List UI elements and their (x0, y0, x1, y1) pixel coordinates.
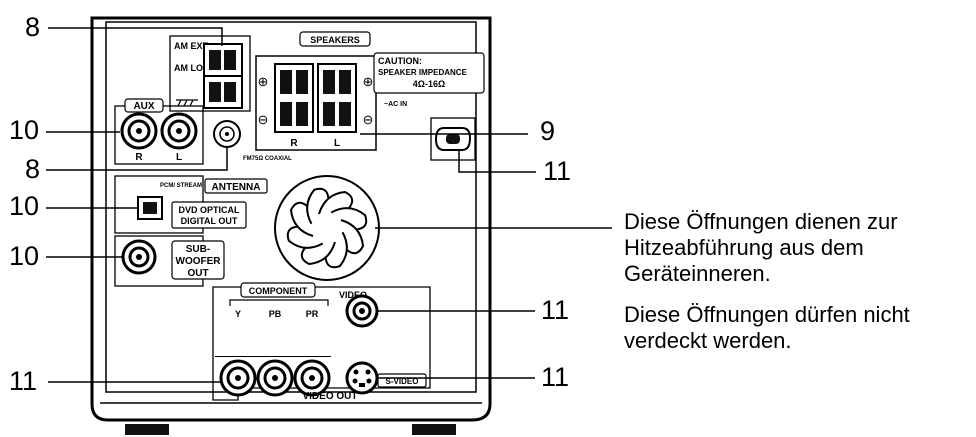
fm-antenna-jack[interactable] (213, 120, 241, 148)
callout-11-video: 11 (541, 295, 570, 325)
leader-lines (46, 27, 612, 383)
vent-description: Diese Öffnungen dienen zur Hitzeabführun… (624, 209, 974, 287)
sub-out-label: OUT (187, 268, 208, 279)
component-label-box (240, 282, 316, 298)
vent-grille (274, 175, 380, 281)
plus-left-icon: ⊕ (258, 74, 269, 89)
right-foot (412, 424, 456, 435)
ac-inlet-socket[interactable] (434, 127, 472, 151)
aux-label: AUX (133, 101, 154, 112)
callout-11-s-video: 11 (541, 362, 570, 392)
caution-label: CAUTION: (378, 56, 422, 66)
speaker-r-label: R (290, 138, 298, 149)
am-loop-clip-2[interactable] (224, 82, 236, 102)
sub-label: SUB- (186, 244, 210, 255)
component-label: COMPONENT (249, 286, 308, 296)
ground-icon (176, 99, 198, 107)
am-loop-clip[interactable] (209, 82, 221, 102)
inner-panel (105, 21, 477, 393)
antenna-label-box (204, 178, 268, 194)
pcm-stream-label: PCM/ STREAM (160, 183, 202, 189)
callout-11-ac-in: 11 (543, 156, 572, 186)
vent-description-line-1: Diese Öffnungen dienen zur (624, 209, 898, 234)
video-out-label: VIDEO OUT (302, 391, 357, 402)
speaker-frame (255, 55, 377, 151)
callout-10-optical: 10 (9, 191, 40, 221)
aux-r-jack[interactable] (120, 112, 158, 150)
speaker-l-terminal[interactable] (317, 63, 357, 133)
component-jack-frame (215, 356, 331, 357)
left-foot (125, 424, 169, 435)
am-terminal-frame (169, 35, 251, 112)
speaker-label-box (299, 31, 371, 47)
fm-label: FM75Ω COAXIAL (243, 156, 292, 162)
dvd-optical-label: DVD OPTICAL (178, 205, 240, 215)
am-loop-label: AM LOOP (174, 63, 216, 73)
comp-pb-jack[interactable] (256, 359, 294, 397)
callout-10-subwoofer: 10 (9, 241, 40, 271)
s-video-jack[interactable] (345, 361, 379, 395)
plus-right-icon: ⊕ (363, 74, 374, 89)
callout-8-am: 8 (25, 12, 41, 42)
callout-9-speakers: 9 (540, 116, 556, 146)
minus-left-icon: ⊖ (258, 112, 269, 127)
am-ext-clip[interactable] (209, 50, 221, 70)
dvd-optical-box (171, 201, 247, 229)
vent-warning-line-2: verdeckt werden. (624, 328, 792, 353)
ac-in-label: ~AC IN (384, 101, 407, 108)
callout-8-fm: 8 (25, 154, 41, 184)
vent-description-line-3: Geräteinneren. (624, 261, 771, 286)
ohms-label: 4Ω-16Ω (413, 79, 445, 89)
minus-right-icon: ⊖ (363, 112, 374, 127)
subwoofer-label-box (171, 240, 225, 280)
am-ext-clip-2[interactable] (224, 50, 236, 70)
vent-warning: Diese Öffnungen dürfen nicht verdeckt we… (624, 302, 974, 354)
speaker-l-label: L (334, 138, 340, 149)
aux-l-label: L (176, 152, 182, 163)
aux-label-box (124, 98, 164, 113)
impedance-label: SPEAKER IMPEDANCE (378, 68, 468, 77)
comp-pr-jack[interactable] (293, 359, 331, 397)
comp-pr-label: PR (306, 309, 319, 319)
comp-y-jack[interactable] (219, 359, 257, 397)
woofer-label: WOOFER (176, 256, 222, 267)
video-jack[interactable] (345, 294, 379, 328)
am-ext-label: AM EXT (174, 41, 209, 51)
comp-pb-label: PB (269, 309, 282, 319)
caution-box (373, 52, 485, 94)
callout-10-aux: 10 (9, 115, 40, 145)
speaker-r-terminal[interactable] (274, 63, 314, 133)
s-video-label: S-VIDEO (386, 377, 419, 386)
vent-warning-line-1: Diese Öffnungen dürfen nicht (624, 302, 910, 327)
component-bracket (229, 299, 329, 306)
video-label: VIDEO (339, 290, 367, 300)
subwoofer-jack[interactable] (121, 239, 157, 275)
antenna-label: ANTENNA (212, 182, 261, 193)
aux-l-jack[interactable] (160, 112, 198, 150)
callout-11-component: 11 (9, 366, 38, 396)
optical-port[interactable] (137, 196, 163, 220)
comp-y-label: Y (235, 309, 241, 319)
digital-out-label: DIGITAL OUT (181, 216, 238, 226)
speakers-label: SPEAKERS (310, 35, 360, 45)
aux-r-label: R (135, 152, 143, 163)
vent-description-line-2: Hitzeabführung aus dem (624, 235, 864, 260)
